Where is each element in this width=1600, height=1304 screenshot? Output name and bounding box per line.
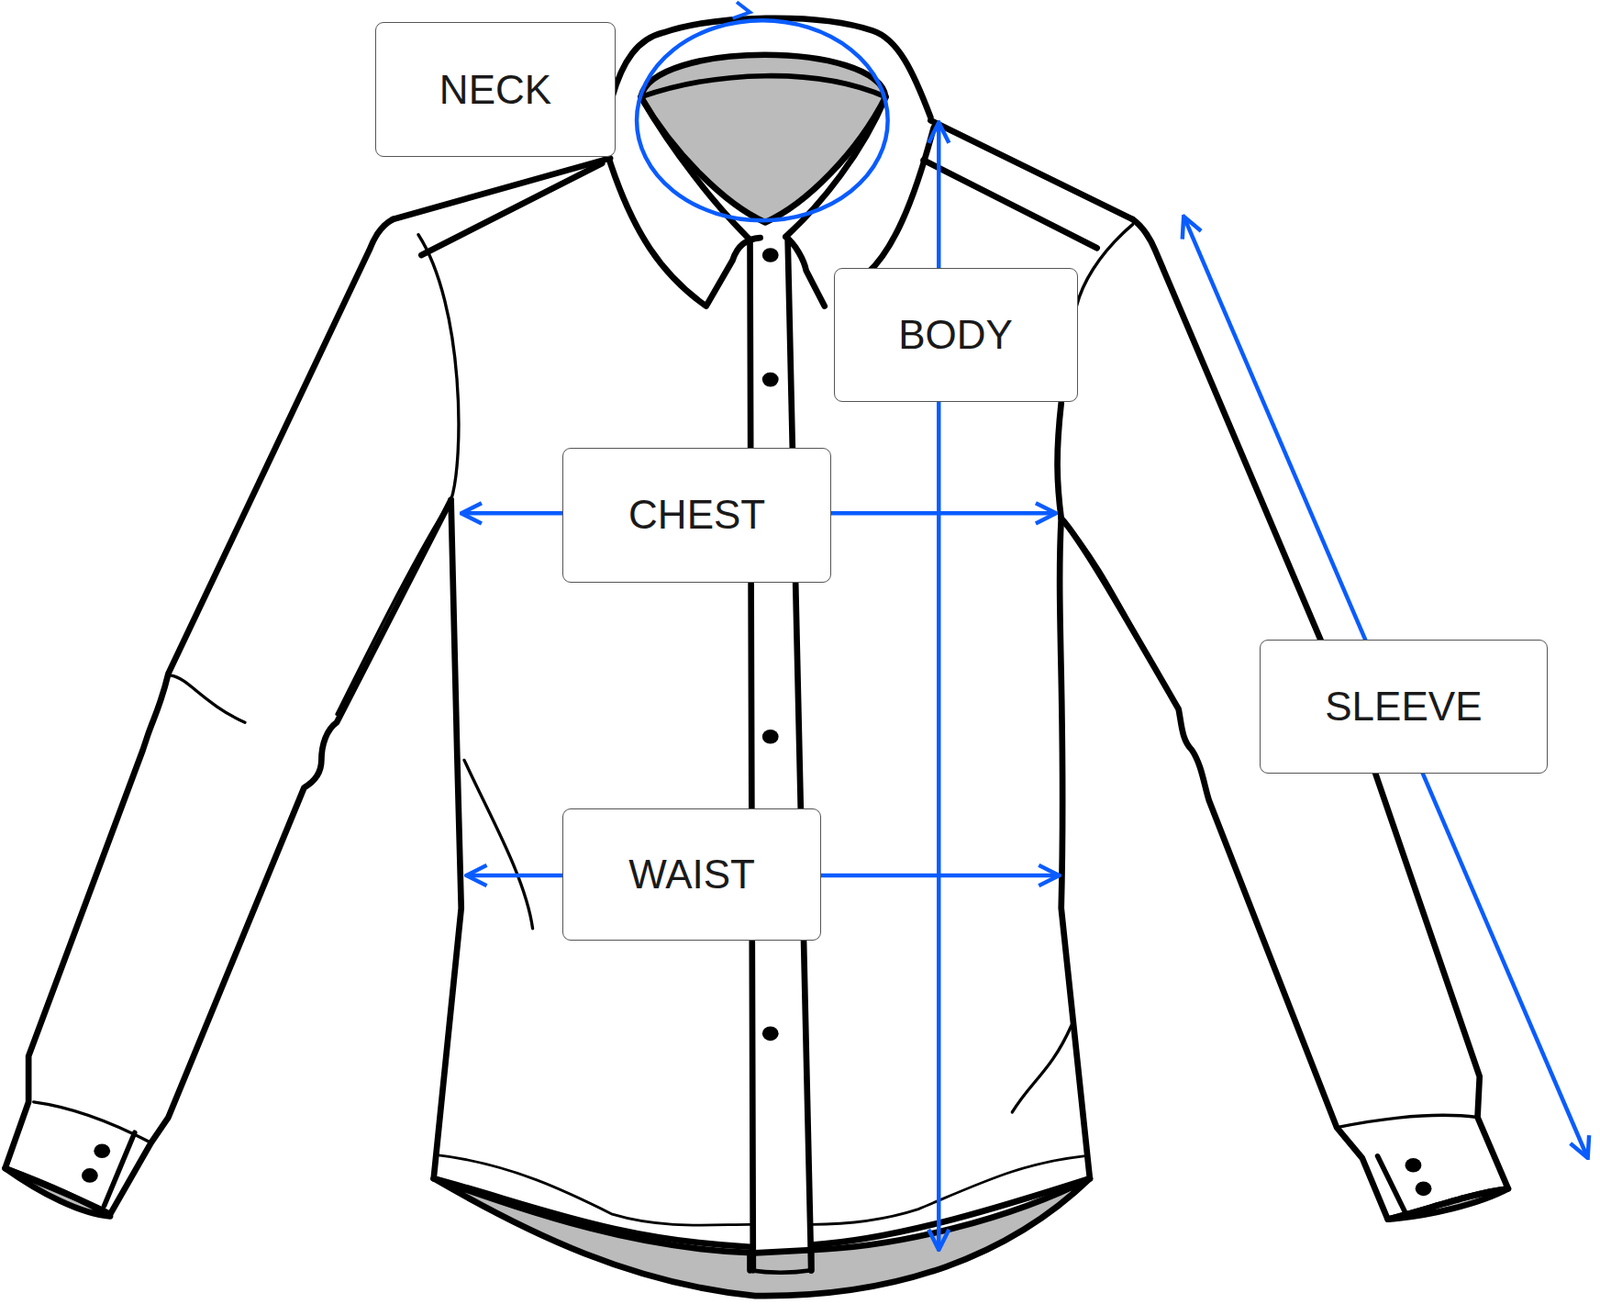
shirt-stroke	[1061, 518, 1179, 710]
shirt-stroke	[762, 372, 779, 388]
label-box: CHEST	[562, 447, 833, 583]
label-box: BODY	[833, 267, 1078, 402]
shirt-stroke	[1183, 216, 1588, 1158]
shirt-stroke	[636, 20, 889, 221]
shirt-stroke	[1405, 1157, 1423, 1173]
shirt-stroke	[762, 729, 779, 745]
shirt-stroke	[93, 1143, 111, 1158]
shirt-stroke	[762, 1026, 779, 1042]
shirt-stroke	[392, 157, 611, 220]
shirt-stroke	[336, 500, 452, 714]
measure-label: BODY	[898, 314, 1013, 356]
shirt-stroke	[750, 1269, 812, 1273]
shirt-stroke	[5, 219, 452, 1214]
measure-label: CHEST	[628, 494, 766, 535]
measurement-lines	[461, 1, 1589, 1250]
measure-label: NECK	[439, 69, 552, 111]
shirt-stroke	[433, 1177, 1090, 1296]
shirt-stroke	[811, 1177, 1090, 1270]
shirt-stroke	[640, 55, 886, 223]
shirt-stroke	[923, 160, 1098, 249]
label-box: NECK	[375, 22, 615, 157]
shirt-stroke	[81, 1167, 99, 1183]
shirt-stroke	[171, 675, 245, 723]
shirt-stroke	[788, 239, 812, 1270]
shirt-stroke	[762, 247, 779, 263]
shirt-stroke	[640, 76, 886, 98]
shirt-stroke	[1076, 224, 1133, 307]
shirt-stroke	[1377, 1155, 1407, 1214]
shirt-stroke	[103, 1132, 134, 1206]
shirt-stroke	[811, 1155, 1084, 1224]
shirt-stroke	[418, 234, 459, 500]
measure-label: WAIST	[628, 854, 756, 895]
shirt-stroke	[1415, 1181, 1433, 1197]
shirt-stroke	[1011, 1024, 1072, 1112]
shirt-stroke	[433, 500, 462, 1178]
shirt-stroke	[464, 759, 534, 928]
shirt-stroke	[733, 1, 751, 19]
shirt-buttons	[81, 247, 1433, 1196]
shirt-stroke	[866, 127, 934, 274]
shirt-stroke	[607, 153, 761, 307]
label-box: SLEEVE	[1259, 639, 1549, 774]
measure-label: SLEEVE	[1324, 686, 1482, 727]
shirt-stroke	[421, 163, 602, 256]
shirt-stroke	[750, 239, 754, 1270]
shirt-stroke	[1336, 1114, 1478, 1127]
label-box: WAIST	[562, 808, 823, 942]
shirt-stroke	[436, 1155, 750, 1225]
shirt-stroke	[930, 120, 1133, 220]
